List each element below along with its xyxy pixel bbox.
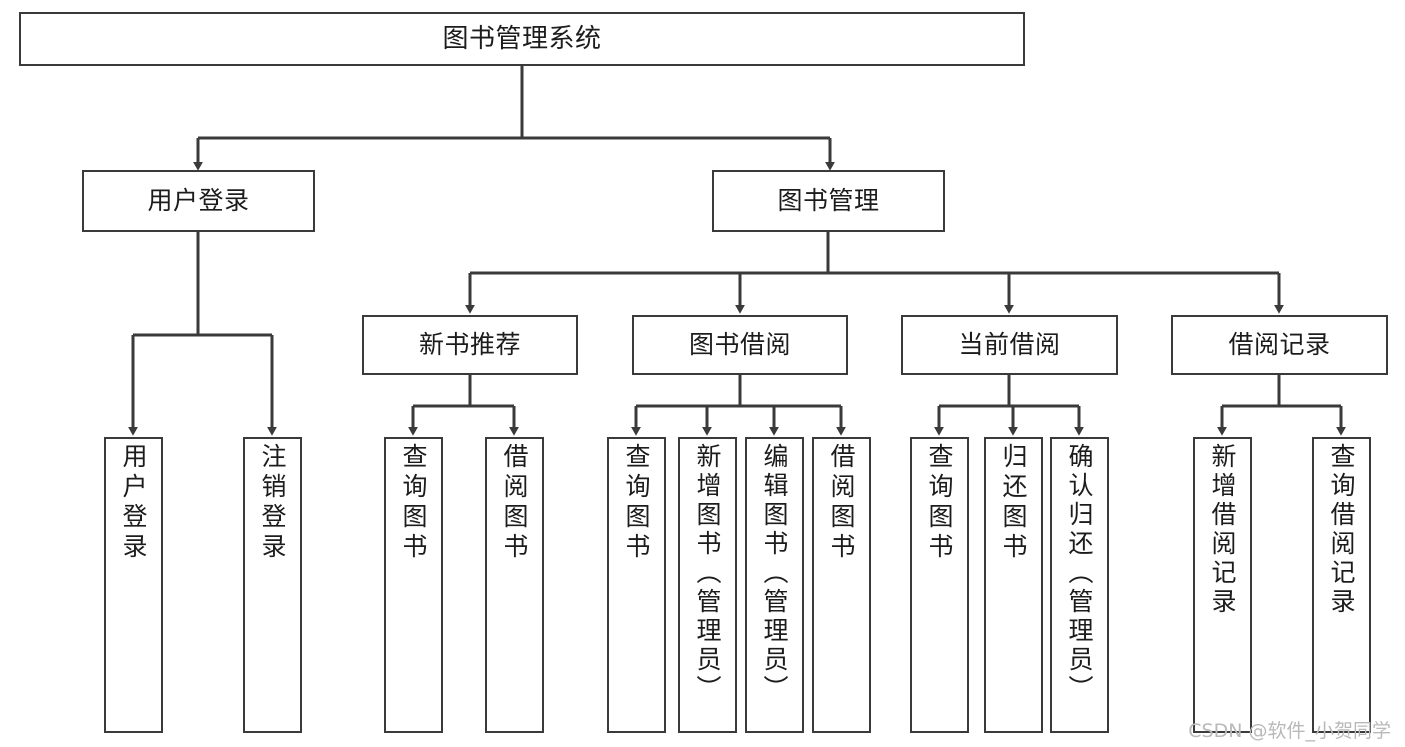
node-label: 查询图书 — [399, 443, 428, 563]
node-label: 编辑图书（管理员） — [760, 443, 789, 704]
node-leaf-add-borrow-record[interactable]: 新增借阅记录 — [1193, 437, 1252, 733]
node-leaf-query-book-recommend[interactable]: 查询图书 — [384, 437, 443, 733]
node-leaf-query-borrow-record[interactable]: 查询借阅记录 — [1312, 437, 1371, 733]
node-leaf-return-book[interactable]: 归还图书 — [984, 437, 1043, 733]
node-book-borrow[interactable]: 图书借阅 — [632, 315, 848, 375]
node-label: 用户登录 — [119, 443, 148, 563]
node-label: 新书推荐 — [418, 330, 521, 360]
node-label: 查询借阅记录 — [1327, 443, 1356, 617]
node-label: 确认归还（管理员） — [1065, 443, 1094, 704]
node-label: 借阅图书 — [827, 443, 856, 563]
node-label: 当前借阅 — [958, 330, 1061, 360]
watermark-text: CSDN @软件_小贺同学 — [1188, 720, 1391, 742]
node-leaf-query-book-borrow[interactable]: 查询图书 — [607, 437, 666, 733]
node-borrow-record[interactable]: 借阅记录 — [1171, 315, 1388, 375]
node-label: 图书管理 — [777, 186, 880, 216]
node-label: 图书借阅 — [688, 330, 791, 360]
node-leaf-edit-book[interactable]: 编辑图书（管理员） — [745, 437, 804, 733]
node-leaf-borrow-book-recommend[interactable]: 借阅图书 — [485, 437, 544, 733]
node-label: 借阅记录 — [1228, 330, 1331, 360]
node-label: 新增借阅记录 — [1208, 443, 1237, 617]
node-book-manage[interactable]: 图书管理 — [712, 170, 945, 232]
node-label: 借阅图书 — [500, 443, 529, 563]
node-label: 查询图书 — [622, 443, 651, 563]
node-label: 新增图书（管理员） — [693, 443, 722, 704]
node-label: 查询图书 — [925, 443, 954, 563]
node-root-system[interactable]: 图书管理系统 — [19, 12, 1025, 66]
node-leaf-user-login[interactable]: 用户登录 — [104, 437, 163, 733]
node-label: 用户登录 — [147, 186, 250, 216]
node-new-book-recommend[interactable]: 新书推荐 — [362, 315, 578, 375]
node-user-login[interactable]: 用户登录 — [82, 170, 315, 232]
node-leaf-add-book[interactable]: 新增图书（管理员） — [678, 437, 737, 733]
node-leaf-borrow-book[interactable]: 借阅图书 — [812, 437, 871, 733]
node-leaf-query-book-current[interactable]: 查询图书 — [910, 437, 969, 733]
node-leaf-logout-login[interactable]: 注销登录 — [243, 437, 302, 733]
node-leaf-confirm-return[interactable]: 确认归还（管理员） — [1050, 437, 1109, 733]
node-current-borrow[interactable]: 当前借阅 — [901, 315, 1118, 375]
node-label: 归还图书 — [999, 443, 1028, 563]
node-label: 图书管理系统 — [442, 23, 602, 54]
node-label: 注销登录 — [258, 443, 287, 563]
